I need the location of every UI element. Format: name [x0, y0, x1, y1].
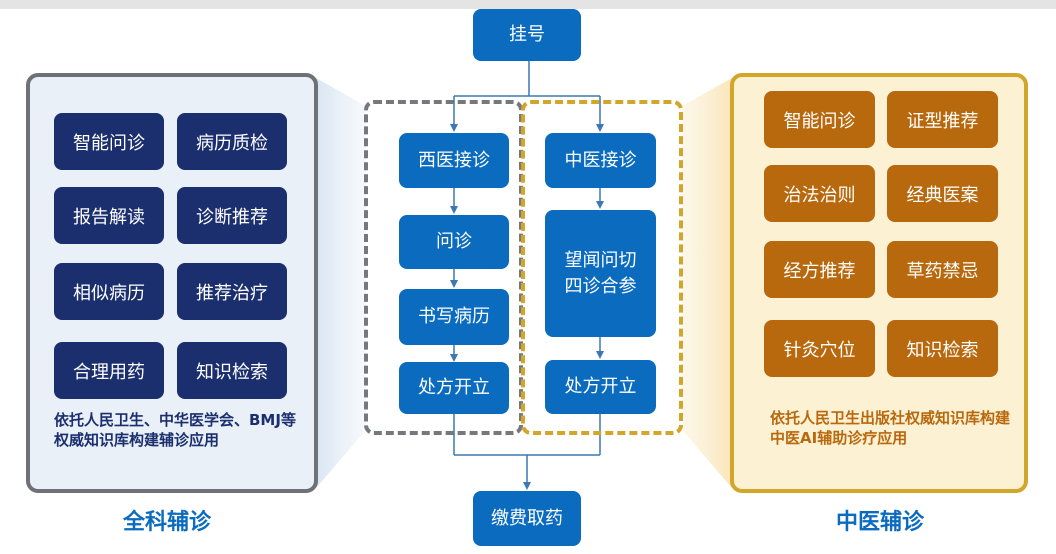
tcm-item-herb-contraindication[interactable]: 草药禁忌 [887, 241, 998, 298]
western-reception-box[interactable]: 西医接诊 [399, 133, 509, 188]
tcm-note: 依托人民卫生出版社权威知识库构建中医AI辅助诊疗应用 [770, 409, 1011, 447]
tcm-item-acupoint[interactable]: 针灸穴位 [764, 320, 875, 377]
tcm-panel-fan [682, 78, 732, 488]
general-item-diagnosis-recommend[interactable]: 诊断推荐 [177, 187, 287, 244]
top-strip [0, 0, 1056, 9]
payment-pickup-box[interactable]: 缴费取药 [473, 491, 581, 546]
general-item-knowledge-search[interactable]: 知识检索 [177, 342, 287, 399]
general-title: 全科辅诊 [123, 510, 212, 535]
tcm-item-smart-inquiry[interactable]: 智能问诊 [764, 91, 875, 148]
general-item-treatment-recommend[interactable]: 推荐治疗 [177, 263, 287, 320]
four-diagnostics-box[interactable]: 望闻问切 四诊合参 [545, 210, 656, 337]
tcm-title: 中医辅诊 [836, 510, 925, 535]
western-prescription-box[interactable]: 处方开立 [399, 362, 509, 414]
tcm-prescription-box[interactable]: 处方开立 [545, 360, 656, 414]
general-item-rational-drug[interactable]: 合理用药 [54, 342, 164, 399]
general-item-similar-records[interactable]: 相似病历 [54, 263, 164, 320]
tcm-reception-box[interactable]: 中医接诊 [545, 133, 656, 188]
general-item-report-reading[interactable]: 报告解读 [54, 187, 164, 244]
tcm-flow-group [521, 100, 683, 435]
write-record-box[interactable]: 书写病历 [399, 289, 509, 345]
tcm-item-classic-cases[interactable]: 经典医案 [887, 165, 998, 222]
tcm-item-syndrome-recommend[interactable]: 证型推荐 [887, 91, 998, 148]
general-item-smart-inquiry[interactable]: 智能问诊 [54, 113, 164, 170]
general-item-record-quality[interactable]: 病历质检 [177, 113, 287, 170]
general-note: 依托人民卫生、中华医学会、BMJ等权威知识库构建辅诊应用 [54, 411, 296, 449]
inquiry-box[interactable]: 问诊 [399, 215, 509, 269]
tcm-item-formula-recommend[interactable]: 经方推荐 [764, 241, 875, 298]
general-panel-fan [316, 78, 366, 488]
tcm-item-therapy-principle[interactable]: 治法治则 [764, 165, 875, 222]
tcm-item-knowledge-search[interactable]: 知识检索 [887, 320, 998, 377]
registration-box[interactable]: 挂号 [473, 9, 581, 61]
